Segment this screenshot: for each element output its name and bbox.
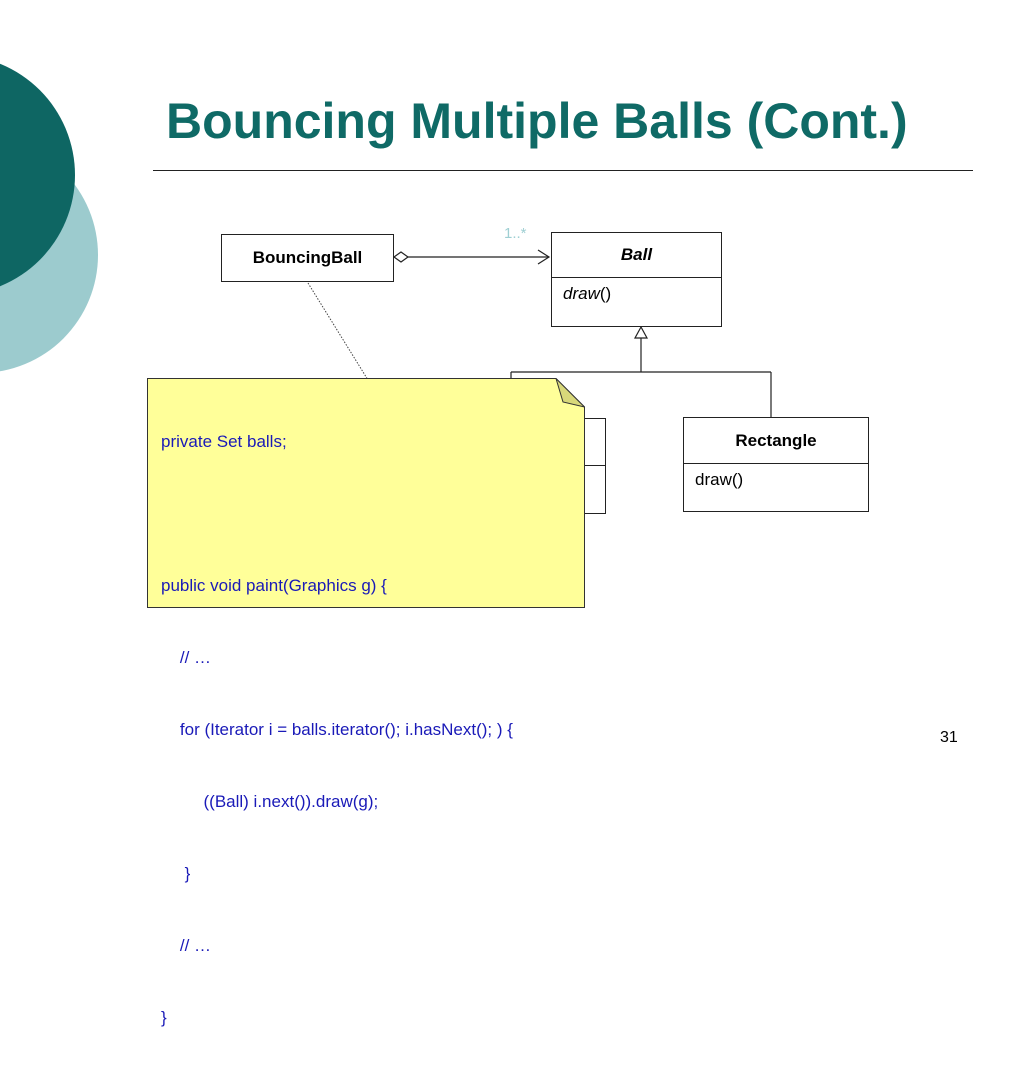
decorative-circles <box>0 63 98 372</box>
code-note: private Set balls; public void paint(Gra… <box>147 378 585 1027</box>
class-bouncingball[interactable]: BouncingBall <box>221 234 394 282</box>
class-ball[interactable]: Ball draw() <box>551 232 722 327</box>
code-line: ((Ball) i.next()).draw(g); <box>161 792 379 811</box>
class-name: BouncingBall <box>252 248 363 267</box>
note-body <box>147 378 585 608</box>
code-line: // … <box>161 648 212 667</box>
class-name: Ball <box>620 245 653 264</box>
deco-dark-circle <box>0 63 75 287</box>
class-method: draw() <box>552 278 721 310</box>
multiplicity-label: 1..* <box>504 225 527 242</box>
note-shape <box>147 378 585 608</box>
code-block: private Set balls; public void paint(Gra… <box>161 382 513 1078</box>
class-divider <box>552 277 721 278</box>
code-line: // … <box>161 936 212 955</box>
aggregation-arrowhead <box>537 249 551 265</box>
note-anchor-line <box>307 282 369 381</box>
note-fold <box>555 378 585 408</box>
page-number: 31 <box>940 729 958 746</box>
code-line: } <box>161 1008 167 1027</box>
code-line: for (Iterator i = balls.iterator(); i.ha… <box>161 720 513 739</box>
class-method: draw() <box>695 470 744 489</box>
code-line: public void paint(Graphics g) { <box>161 576 387 595</box>
title-rule <box>153 170 973 171</box>
method-name: draw <box>563 284 600 303</box>
generalization-triangle <box>633 325 649 339</box>
class-name: Rectangle <box>735 430 817 450</box>
code-line: } <box>161 864 191 883</box>
aggregation-diamond <box>392 251 410 263</box>
slide-title: Bouncing Multiple Balls (Cont.) <box>166 93 908 149</box>
code-line <box>161 502 513 526</box>
class-divider <box>684 463 868 464</box>
code-line: private Set balls; <box>161 432 287 451</box>
class-rectangle[interactable]: Rectangle draw() <box>683 417 869 512</box>
method-suffix: () <box>599 284 612 303</box>
uml-connectors <box>307 249 772 417</box>
